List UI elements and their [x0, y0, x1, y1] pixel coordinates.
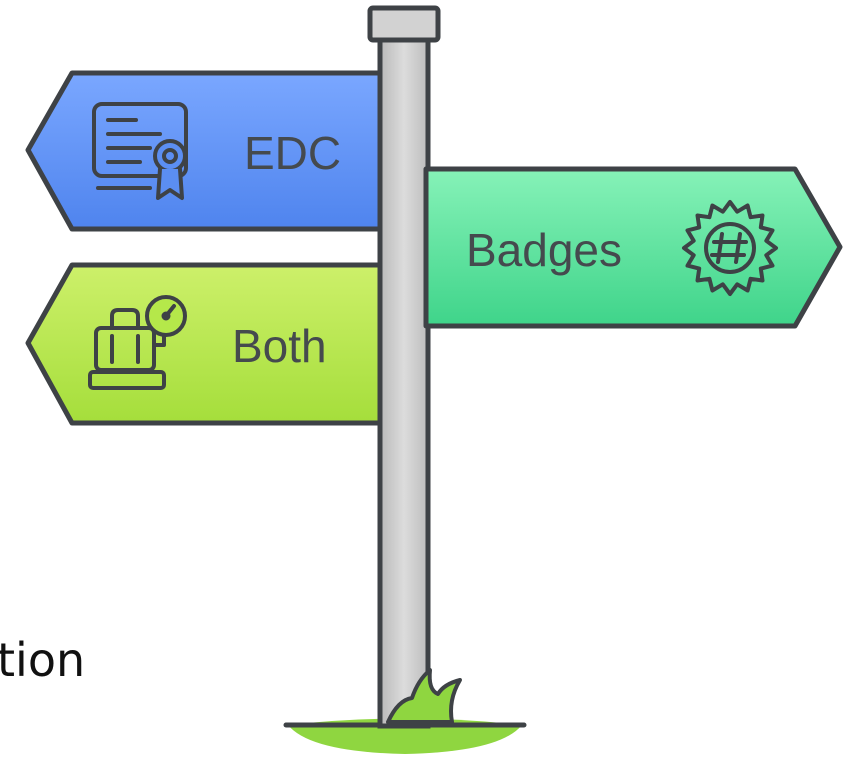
clipped-caption-text: tion	[0, 633, 86, 687]
sign-badges: Badges	[423, 166, 843, 329]
clipped-caption-fragment: tion	[0, 628, 110, 692]
sign-both: Both	[25, 262, 398, 426]
grass-tuft	[386, 668, 462, 724]
certificate-icon	[92, 102, 188, 200]
hashtag-badge-icon	[682, 200, 778, 296]
sign-edc: EDC	[25, 70, 398, 232]
sign-badges-label: Badges	[466, 224, 622, 276]
signpost-pole	[367, 5, 441, 729]
sign-edc-label: EDC	[244, 127, 341, 179]
luggage-scale-icon	[88, 295, 187, 390]
sign-both-label: Both	[232, 320, 327, 372]
